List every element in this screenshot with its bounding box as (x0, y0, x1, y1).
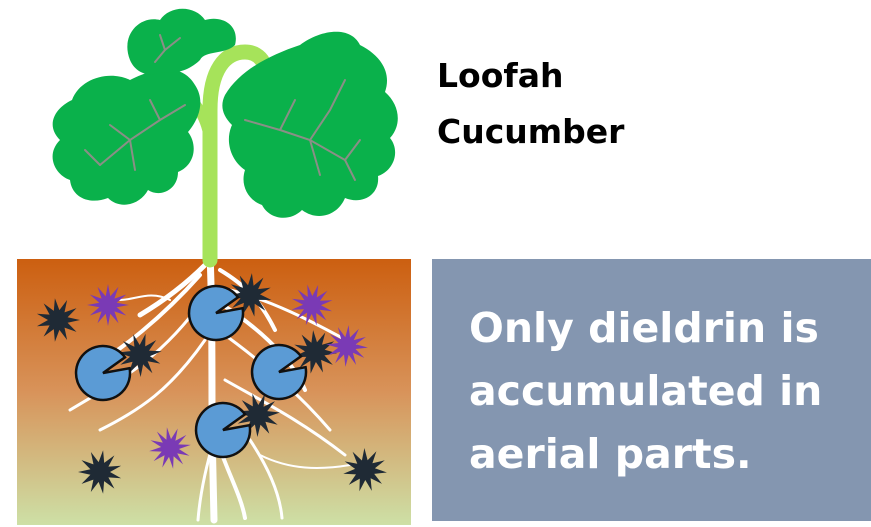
receptor (196, 403, 250, 457)
receptor (189, 286, 243, 340)
info-box: Only dieldrin is accumulated in aerial p… (432, 259, 871, 521)
leaves (53, 9, 398, 218)
receptor (252, 345, 306, 399)
receptor (76, 346, 130, 400)
info-text: Only dieldrin is accumulated in aerial p… (469, 297, 859, 486)
plant-name-cucumber: Cucumber (437, 104, 624, 160)
plant-name-loofah: Loofah (437, 48, 624, 104)
plant-names: Loofah Cucumber (437, 48, 624, 160)
